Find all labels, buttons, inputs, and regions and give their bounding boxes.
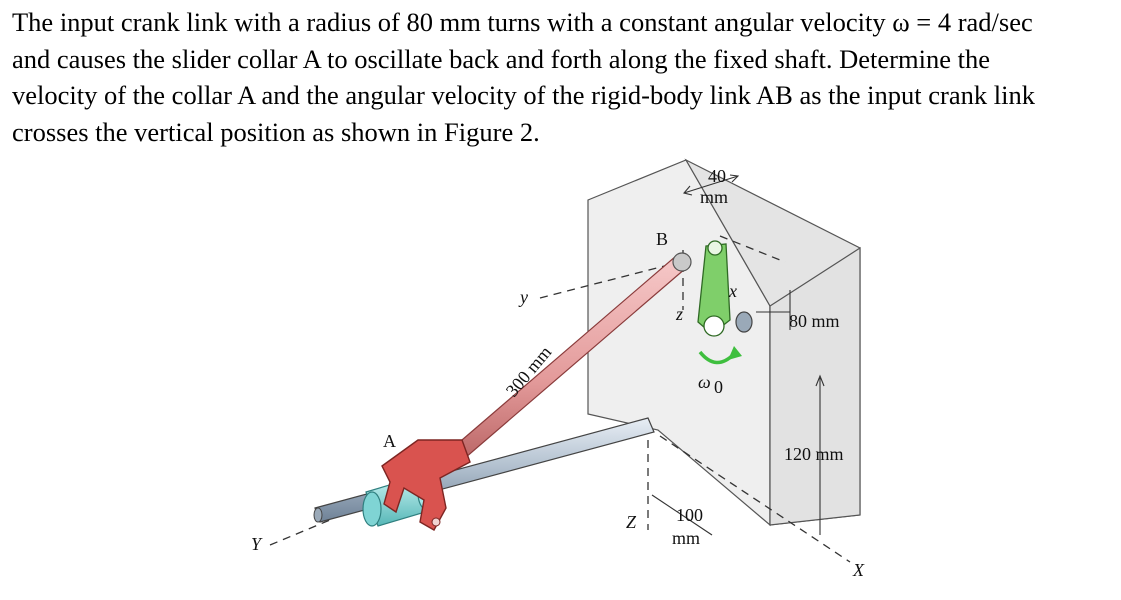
crank-pin-top bbox=[707, 240, 723, 256]
axis-z-label: z bbox=[675, 304, 683, 324]
axis-y-label: y bbox=[518, 287, 528, 307]
problem-line-1: The input crank link with a radius of 80… bbox=[12, 7, 1033, 37]
omega-label: ω bbox=[698, 372, 711, 392]
fixed-wall-block bbox=[587, 158, 861, 527]
dim-120-arrow-top bbox=[815, 374, 825, 387]
problem-line-4: crosses the vertical position as shown i… bbox=[12, 116, 540, 147]
omega-arrowhead bbox=[728, 346, 742, 360]
dim-100-line bbox=[651, 494, 713, 536]
axis-x-label: x bbox=[728, 281, 737, 301]
reference-axes bbox=[269, 235, 851, 563]
omega-subscript: 0 bbox=[714, 377, 723, 397]
problem-statement: The input crank link with a radius of 80… bbox=[12, 4, 1112, 150]
wall-right-top bbox=[769, 246, 861, 526]
problem-line-2: and causes the slider collar A to oscill… bbox=[12, 43, 990, 74]
crank-hub bbox=[703, 315, 725, 337]
dim-80-label: 80 mm bbox=[789, 311, 840, 331]
crank-axis-dashed bbox=[719, 235, 786, 263]
dim-40-arrow-left bbox=[683, 185, 693, 196]
dim-40-arrow-right bbox=[729, 174, 740, 183]
axis-X-label: X bbox=[852, 560, 865, 580]
problem-line-3: velocity of the collar A and the angular… bbox=[12, 80, 1035, 110]
axis-Y-label: Y bbox=[251, 534, 263, 554]
input-crank bbox=[697, 240, 753, 365]
y-axis-dashed bbox=[539, 261, 681, 299]
yoke-A bbox=[381, 439, 471, 531]
point-A-label: A bbox=[383, 431, 396, 451]
dimension-lines bbox=[651, 174, 825, 536]
point-B-label: B bbox=[656, 229, 668, 249]
dim-40-label: 40 bbox=[708, 166, 726, 186]
shaft-end bbox=[313, 507, 323, 523]
dim-120-label: 120 mm bbox=[784, 444, 844, 464]
dim-100-label: 100 bbox=[676, 505, 703, 525]
ball-joint-B bbox=[672, 252, 692, 272]
dim-40-unit-label: mm bbox=[700, 187, 728, 207]
dim-40-line bbox=[683, 175, 739, 194]
dim-100-unit-label: mm bbox=[672, 528, 700, 548]
Y-axis-dashed bbox=[269, 519, 331, 546]
axis-Z-label: Z bbox=[626, 512, 637, 532]
crank-shaft-end bbox=[735, 311, 753, 333]
X-axis-dashed bbox=[659, 435, 851, 563]
